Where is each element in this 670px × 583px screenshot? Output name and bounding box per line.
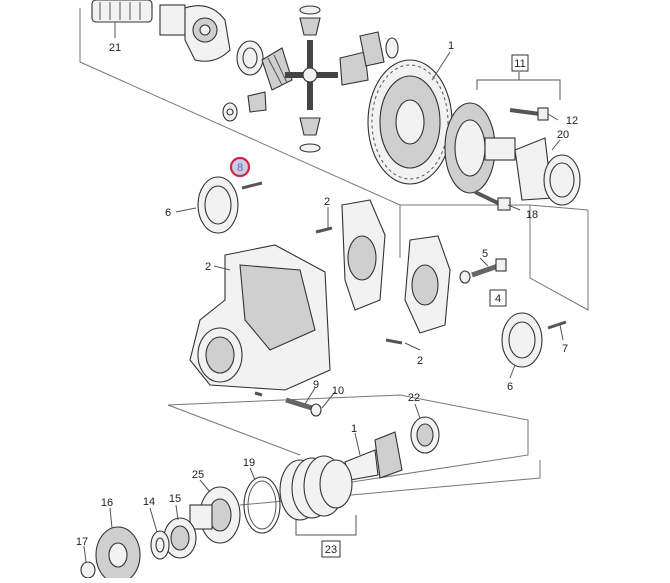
callout-1-ring-gear[interactable]: 1 — [448, 40, 454, 52]
differential-case-flange — [444, 102, 516, 194]
leader-lines — [83, 51, 564, 563]
pinion-gears — [222, 5, 399, 153]
lock-pin-8 — [241, 181, 263, 190]
bolt-18 — [474, 190, 511, 211]
callout-19[interactable]: 19 — [243, 457, 255, 469]
lock-pin-7 — [547, 320, 567, 330]
ring-gear-1 — [367, 59, 453, 185]
bolt-12 — [509, 107, 549, 121]
callout-9[interactable]: 9 — [313, 379, 319, 391]
carrier-housing-2 — [189, 244, 331, 391]
bolt-9-washer-10 — [254, 391, 322, 417]
callout-12[interactable]: 12 — [566, 115, 578, 127]
callout-15[interactable]: 15 — [169, 493, 181, 505]
companion-flange-16 — [95, 526, 141, 583]
adjuster-ring-6-right — [501, 312, 543, 368]
callout-1-pinion[interactable]: 1 — [351, 423, 357, 435]
callout-17[interactable]: 17 — [76, 536, 88, 548]
callout-5[interactable]: 5 — [482, 248, 488, 260]
differential-case-half — [159, 4, 231, 62]
bearing-cap-right — [404, 235, 451, 334]
callout-box-4 — [489, 289, 507, 307]
callout-2-housing[interactable]: 2 — [205, 261, 211, 273]
callout-22[interactable]: 22 — [408, 392, 420, 404]
callout-6-left[interactable]: 6 — [165, 207, 171, 219]
callout-6-right[interactable]: 6 — [507, 381, 513, 393]
callout-23[interactable]: 23 — [325, 544, 337, 556]
seal-15 — [163, 517, 197, 559]
nut-17 — [80, 561, 96, 579]
callout-14[interactable]: 14 — [143, 496, 155, 508]
callout-box-23 — [321, 540, 341, 558]
callout-2-dowel-top[interactable]: 2 — [324, 196, 330, 208]
bearing-cap-left — [341, 199, 386, 311]
callout-21[interactable]: 21 — [109, 42, 121, 54]
axle-bearing-21 — [91, 0, 153, 38]
dowel-pins — [315, 226, 403, 345]
callout-25[interactable]: 25 — [192, 469, 204, 481]
callout-2-dowel-bottom[interactable]: 2 — [417, 355, 423, 367]
thrust-washer — [236, 40, 264, 76]
callout-11[interactable]: 11 — [514, 58, 525, 70]
callout-labels: 21 1 11 12 20 18 8 6 2 5 4 2 2 7 6 9 10 … — [76, 40, 578, 558]
callout-4[interactable]: 4 — [495, 293, 501, 305]
washer-14 — [150, 530, 170, 560]
adjuster-ring-6-left — [197, 176, 239, 234]
callout-18[interactable]: 18 — [526, 209, 538, 221]
flange-25 — [189, 486, 241, 544]
shim-pack-23 — [279, 455, 353, 521]
bearing-22 — [410, 416, 440, 454]
pinion-shaft-1 — [344, 431, 403, 481]
cap-bolt-5 — [459, 258, 507, 284]
callout-box-11 — [511, 54, 529, 72]
frame-lines — [79, 8, 589, 506]
o-ring-19 — [243, 476, 281, 534]
spider-cross-shaft — [285, 40, 338, 110]
callout-16[interactable]: 16 — [101, 497, 113, 509]
bearing-20 — [514, 137, 581, 206]
callout-7[interactable]: 7 — [562, 343, 568, 355]
callout-10[interactable]: 10 — [332, 385, 344, 397]
callout-20[interactable]: 20 — [557, 129, 569, 141]
callout-8[interactable]: 8 — [237, 162, 243, 174]
callout-8-highlight-ring[interactable] — [229, 156, 251, 178]
side-gear-left — [261, 47, 293, 91]
